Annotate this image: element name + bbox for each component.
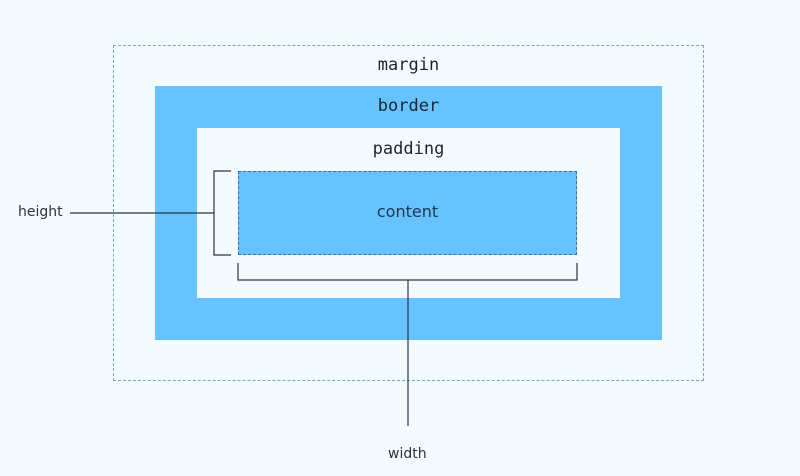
- content-label: content: [376, 202, 439, 221]
- width-bracket: [237, 263, 578, 281]
- height-bracket: [213, 170, 231, 256]
- content-box: [238, 171, 577, 255]
- border-label: border: [377, 96, 440, 116]
- height-label: height: [18, 204, 63, 220]
- margin-label: margin: [377, 55, 440, 75]
- width-label: width: [388, 446, 427, 462]
- padding-label: padding: [372, 139, 445, 159]
